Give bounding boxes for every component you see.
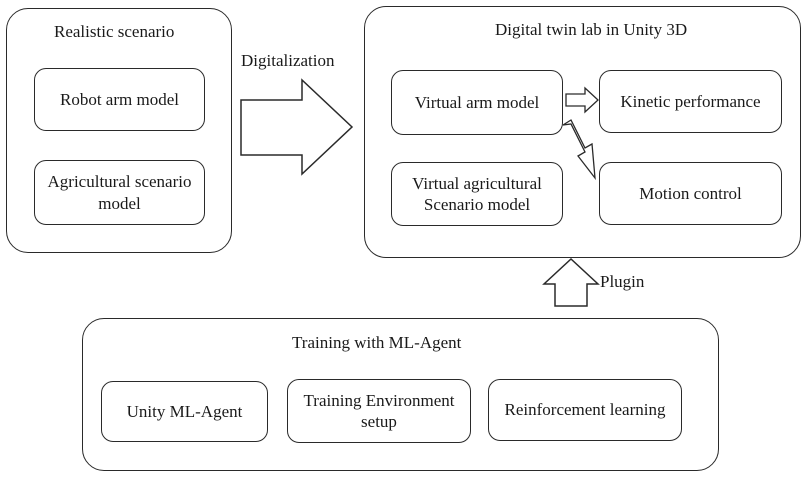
arm-to-motion-arrow (562, 119, 596, 181)
virtual-arm-model-box: Virtual arm model (391, 70, 563, 135)
realistic-scenario-title: Realistic scenario (54, 22, 175, 41)
plugin-up-arrow (542, 257, 600, 307)
digitalization-label: Digitalization (241, 51, 335, 70)
virtual-agricultural-scenario-box: Virtual agricultural Scenario model (391, 162, 563, 226)
robot-arm-model-box: Robot arm model (34, 68, 205, 131)
reinforcement-learning-box: Reinforcement learning (488, 379, 682, 441)
digital-twin-title: Digital twin lab in Unity 3D (495, 20, 688, 39)
kinetic-performance-box: Kinetic performance (599, 70, 782, 133)
plugin-label: Plugin (600, 272, 645, 291)
training-environment-setup-box: Training Environment setup (287, 379, 471, 443)
unity-ml-agent-box: Unity ML-Agent (101, 381, 268, 442)
digitalization-arrow (240, 78, 354, 176)
training-title: Training with ML-Agent (292, 333, 462, 352)
motion-control-box: Motion control (599, 162, 782, 225)
agricultural-scenario-model-box: Agricultural scenario model (34, 160, 205, 225)
arm-to-kinetic-arrow (565, 86, 599, 114)
